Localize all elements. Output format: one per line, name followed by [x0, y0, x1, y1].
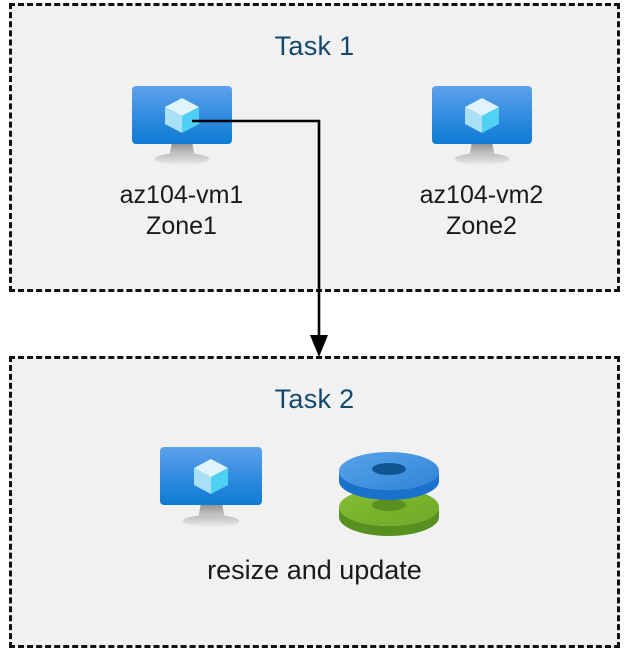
node-az104-vm1-label: az104-vm1 Zone1 — [119, 181, 244, 240]
arrowhead-icon — [310, 335, 328, 357]
task-2-caption: resize and update — [207, 555, 422, 585]
task-1-container: Task 1 — [9, 3, 620, 292]
task-2-container: Task 2 — [9, 356, 620, 648]
task-2-disks-node[interactable] — [337, 447, 441, 546]
task-2-title: Task 2 — [274, 384, 355, 414]
azure-virtual-machine-icon — [131, 86, 232, 165]
task-2-icon-row — [12, 445, 617, 555]
azure-virtual-machine-icon — [431, 86, 532, 165]
node-az104-vm1[interactable]: az104-vm1 Zone1 — [89, 84, 274, 241]
task-2-vm-node[interactable] — [156, 445, 266, 529]
task-1-title: Task 1 — [274, 31, 355, 61]
azure-disks-icon — [339, 452, 439, 536]
azure-virtual-machine-icon — [160, 447, 262, 527]
node-az104-vm2-label: az104-vm2 Zone2 — [419, 181, 544, 240]
node-az104-vm2[interactable]: az104-vm2 Zone2 — [389, 84, 574, 241]
